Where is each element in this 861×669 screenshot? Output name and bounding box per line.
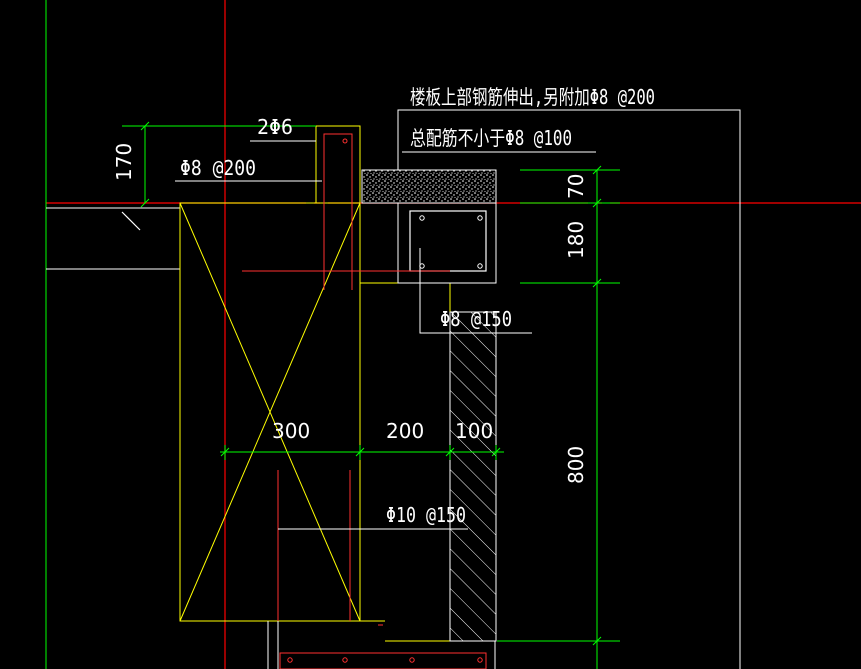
note-line-1: 楼板上部钢筋伸出,另附加Φ8 @200 bbox=[410, 85, 655, 109]
dim-70: 70 bbox=[564, 174, 588, 199]
label-2phi6: 2Φ6 bbox=[257, 115, 293, 139]
dimension-lines bbox=[122, 121, 620, 669]
leader-lines bbox=[175, 109, 741, 669]
rebar-lines bbox=[220, 133, 487, 669]
label-phi10-150: Φ10 @150 bbox=[386, 503, 466, 527]
dim-300: 300 bbox=[272, 419, 310, 443]
label-phi8-150: Φ8 @150 bbox=[440, 307, 512, 331]
concrete-cap bbox=[361, 169, 497, 204]
dim-800: 800 bbox=[564, 446, 588, 484]
dim-180: 180 bbox=[564, 221, 588, 259]
note-line-2: 总配筋不小于Φ8 @100 bbox=[410, 126, 572, 150]
dim-200: 200 bbox=[386, 419, 424, 443]
lower-continuation bbox=[267, 621, 496, 669]
label-phi8-200: Φ8 @200 bbox=[180, 156, 256, 180]
slab-left bbox=[46, 203, 181, 270]
dim-100: 100 bbox=[455, 419, 493, 443]
hatched-wall bbox=[449, 311, 497, 642]
dim-170: 170 bbox=[112, 143, 136, 181]
